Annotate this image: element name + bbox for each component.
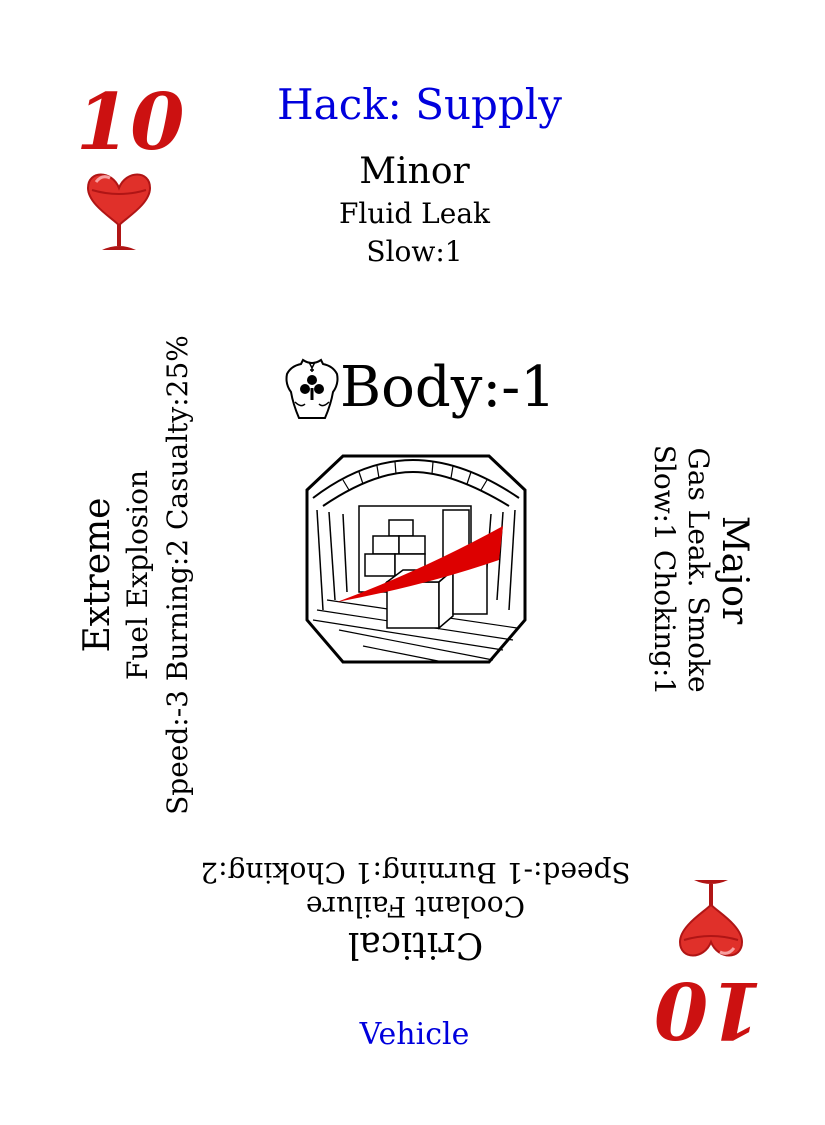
heart-goblet-icon (84, 164, 154, 254)
rank-bottom: 10 (654, 964, 763, 1055)
card-title: Hack: Supply (277, 80, 562, 129)
minor-severity-stats: Slow:1 (366, 235, 463, 268)
minor-severity-name: Minor (359, 151, 470, 192)
heart-goblet-icon-bottom (676, 876, 746, 966)
minor-severity-effect: Fluid Leak (338, 197, 491, 230)
extreme-severity-stats: Speed:-3 Burning:2 Casualty:25% (161, 335, 194, 815)
effect-label: Body:-1 (340, 355, 556, 420)
cargo-hold-illustration (303, 450, 529, 666)
card-footer: Vehicle (359, 1017, 470, 1052)
extreme-severity-effect: Fuel Explosion (121, 469, 154, 681)
rank-top: 10 (76, 77, 185, 168)
major-severity-stats: Slow:1 Choking:1 (648, 444, 681, 696)
torso-club-icon (283, 358, 341, 424)
extreme-severity-name: Extreme (77, 497, 118, 653)
major-severity-effect: Gas Leak. Smoke (682, 447, 715, 693)
major-severity-name: Major (714, 515, 755, 625)
